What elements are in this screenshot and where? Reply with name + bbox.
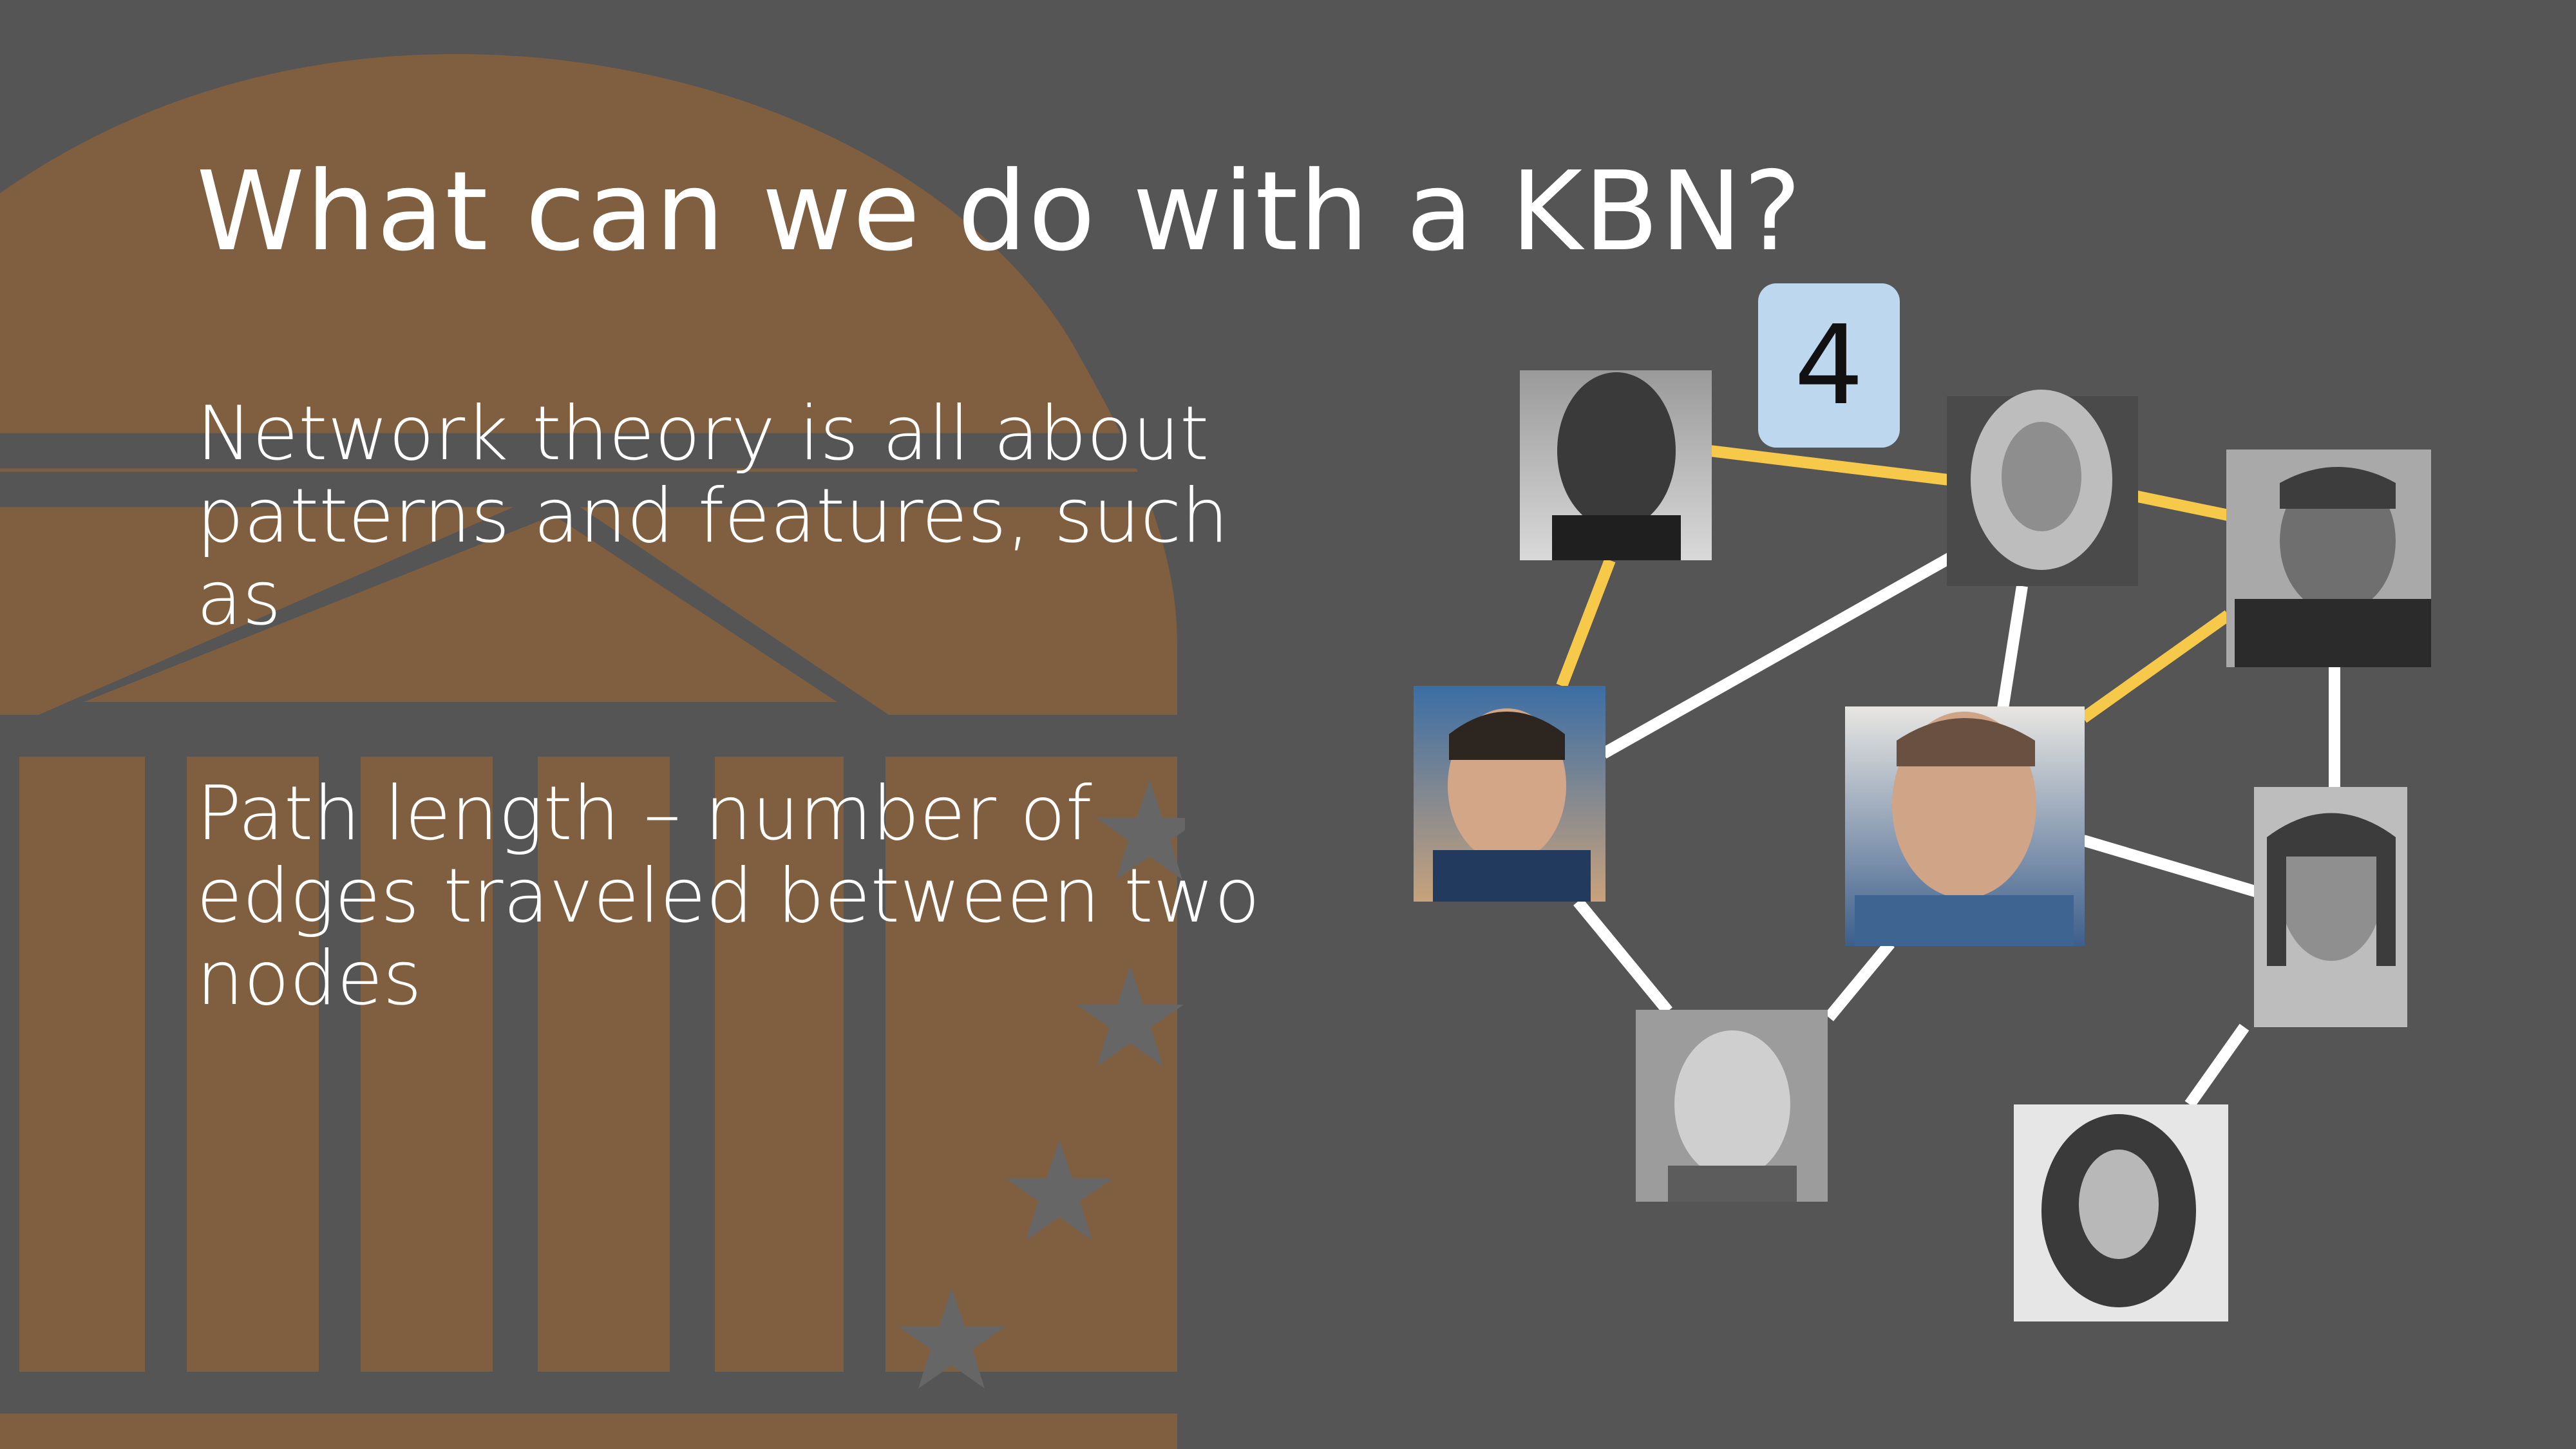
edge-n4-n7 bbox=[1573, 898, 1672, 1015]
path-length-badge: 4 bbox=[1758, 283, 1900, 448]
edge-n7-n5 bbox=[1824, 940, 1895, 1021]
body-paragraph-network-theory: Network theory is all about patterns and… bbox=[196, 390, 1229, 642]
node-n5-photo bbox=[1845, 706, 2085, 946]
rotunda-emblem bbox=[0, 53, 1185, 1449]
node-n8-photo bbox=[2014, 1104, 2228, 1321]
edge-n1-n2 bbox=[1709, 445, 1949, 486]
node-n3-photo bbox=[2226, 450, 2431, 667]
slide-title: What can we do with a KBN? bbox=[196, 148, 1803, 276]
edge-n6-n8 bbox=[2184, 1023, 2249, 1108]
kbn-network-graph bbox=[1414, 370, 2431, 1321]
edge-n2-n3 bbox=[2134, 490, 2230, 521]
edge-n5-n6 bbox=[2081, 835, 2259, 898]
node-n4-photo bbox=[1414, 686, 1605, 902]
edge-n1-n4 bbox=[1556, 558, 1616, 688]
node-n6-photo bbox=[2254, 787, 2407, 1027]
node-n7-photo bbox=[1636, 1010, 1828, 1202]
edge-n2-n5 bbox=[1997, 585, 2028, 710]
edge-n4-n2 bbox=[1600, 552, 1955, 759]
node-n1-photo bbox=[1520, 370, 1712, 560]
body-paragraph-path-length: Path length – number of edges traveled b… bbox=[196, 770, 1260, 1022]
edges-highlighted-path bbox=[1556, 445, 2232, 723]
edge-n3-n5 bbox=[2079, 610, 2232, 723]
node-n2-photo bbox=[1947, 390, 2138, 586]
edges-default bbox=[1573, 552, 2340, 1108]
